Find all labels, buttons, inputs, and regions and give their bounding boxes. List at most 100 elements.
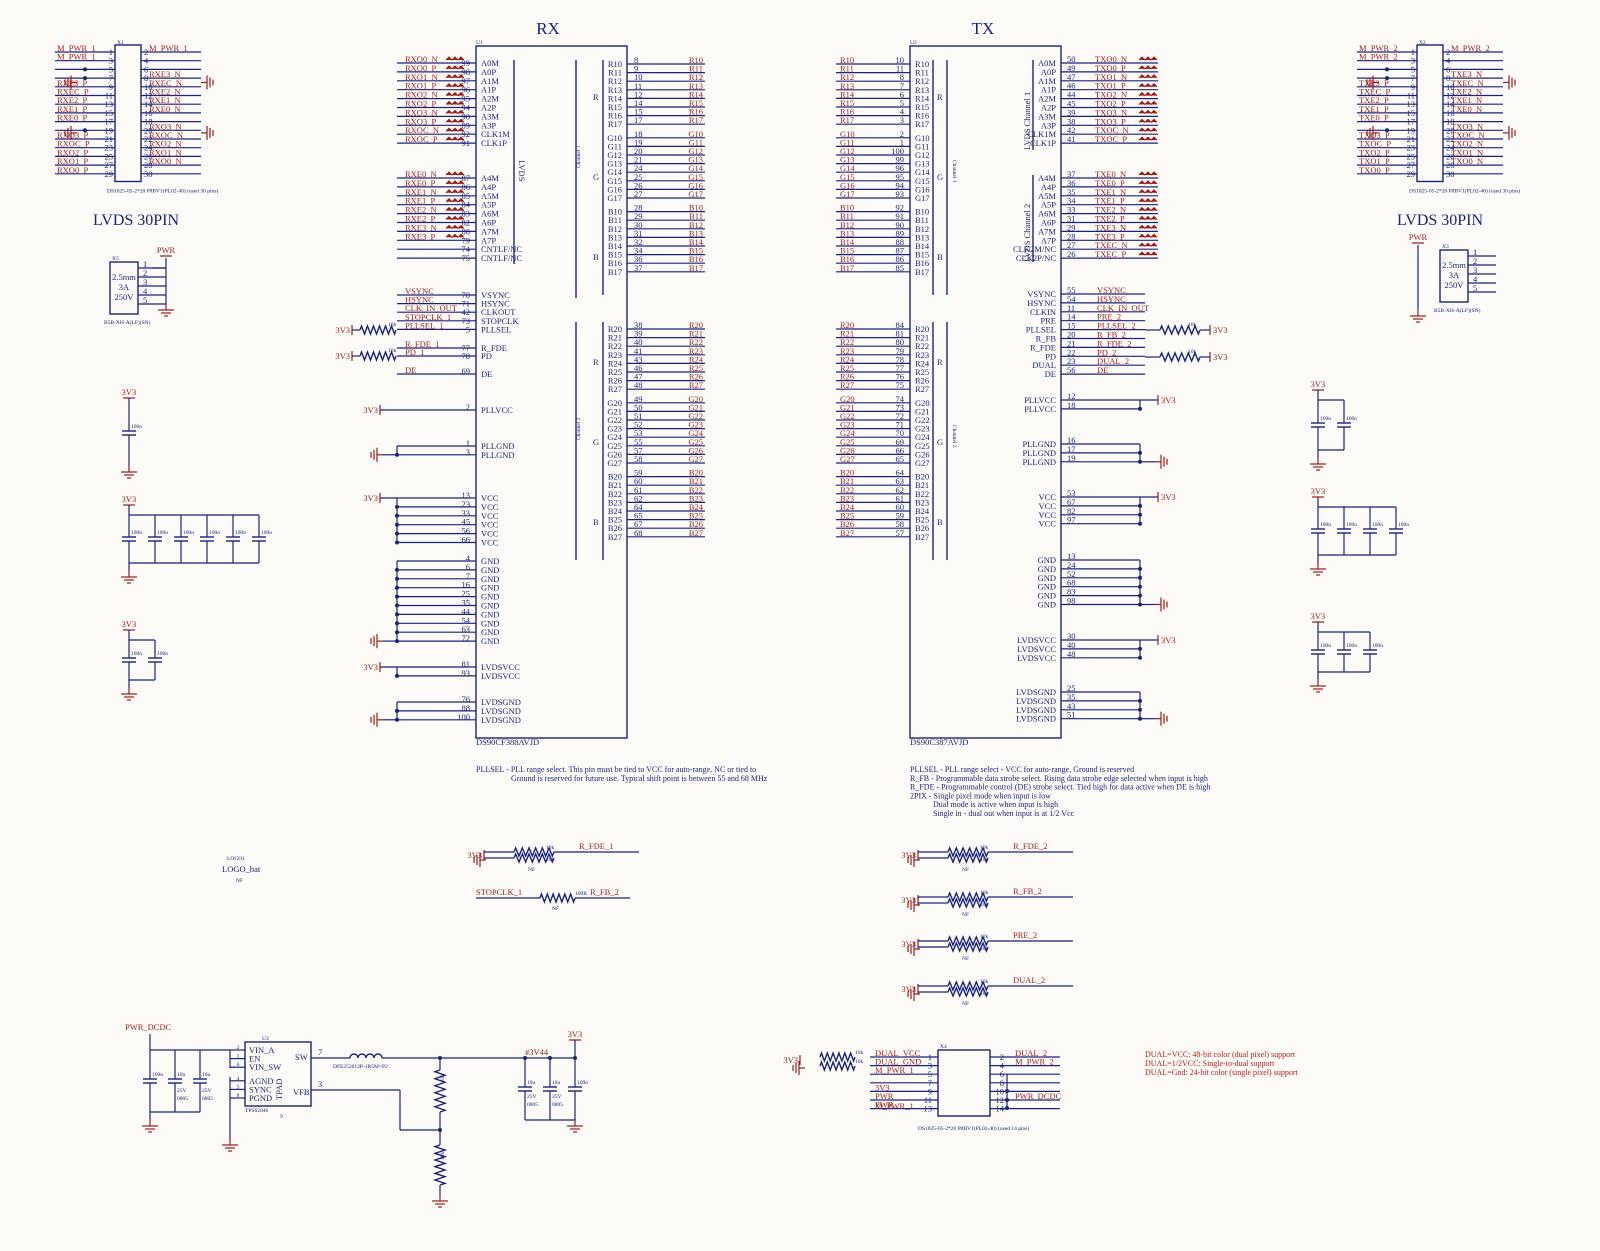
pin-number: 68	[1067, 578, 1076, 588]
pin-label: R11	[608, 68, 622, 78]
cap-package: 0805	[552, 1102, 563, 1108]
pin-label: VCC	[481, 529, 499, 539]
capacitor-value: 100n	[1320, 643, 1331, 649]
pin-number: 37	[1067, 169, 1076, 179]
color-group-label: B	[937, 517, 943, 527]
pin-number: 60	[634, 476, 643, 486]
pin-label: B26	[915, 523, 929, 533]
pin-number: 66	[462, 535, 471, 545]
pin-number: 49	[1067, 63, 1076, 73]
pin-number: 31	[1067, 214, 1076, 224]
connector-pin-num: 11	[924, 1095, 932, 1105]
power-rail-label: 3V3	[122, 619, 137, 629]
pin-number: 68	[634, 528, 643, 538]
pin-number: 10	[896, 55, 905, 65]
pin-number: 50	[634, 402, 643, 412]
pin-label: PGND	[249, 1093, 272, 1103]
power-rail-label: 3V3	[363, 662, 378, 672]
power-rail-label: 3V3	[1311, 611, 1326, 621]
pin-label: A4M	[481, 173, 499, 183]
pin-number: 18	[634, 129, 643, 139]
net-label: RXEC_N	[149, 78, 182, 88]
pin-label: B10	[915, 207, 929, 217]
pin-label: B25	[915, 515, 929, 525]
net-label: G14	[840, 163, 855, 173]
net-label: B22	[689, 485, 703, 495]
net-label: B13	[840, 228, 854, 238]
pin-label: CLK1P	[481, 138, 507, 148]
pin-label: LVDSGND	[1016, 696, 1056, 706]
net-label: R10	[840, 55, 854, 65]
pin-number: 84	[896, 320, 905, 330]
pin-number: 79	[462, 235, 471, 245]
pin-label: A1P	[1041, 85, 1056, 95]
pin-label: LVDSVCC	[1017, 653, 1056, 663]
pin-number: 37	[634, 263, 643, 273]
connector-body	[1416, 44, 1444, 183]
pin-label: EN	[249, 1054, 260, 1064]
pin-label: G27	[915, 458, 930, 468]
pin-number: 1	[900, 137, 904, 147]
net-label: R24	[689, 354, 704, 364]
pin-number: 2	[237, 1045, 240, 1051]
net-label: B24	[689, 502, 704, 512]
pin-label: B21	[608, 480, 622, 490]
pin-label: VCC	[1039, 519, 1057, 529]
pin-label: DE	[1045, 369, 1056, 379]
ferrite-bead-icon	[445, 233, 465, 239]
net-label: B17	[840, 263, 854, 273]
resistor-value: 10k	[1188, 322, 1197, 328]
net-label: G26	[840, 445, 855, 455]
ferrite-bead-icon	[1138, 74, 1158, 79]
net-label: R26	[840, 372, 854, 382]
net-label: R15	[689, 98, 703, 108]
pin-number: 95	[896, 172, 905, 182]
net-label: RXO2_P	[405, 99, 436, 109]
resistor	[513, 852, 555, 864]
pin-number: 42	[1067, 125, 1076, 135]
pin-label: A1M	[1038, 76, 1056, 86]
net-label: RXO3_P	[57, 130, 88, 140]
pin-number: 55	[1067, 285, 1076, 295]
pin-number: 99	[896, 155, 905, 165]
pin-number: 94	[896, 180, 905, 190]
pin-number: 83	[1067, 587, 1076, 597]
net-label: G24	[688, 428, 703, 438]
pin-label: G11	[915, 141, 929, 151]
capacitor-value: 100n	[1398, 522, 1409, 528]
net-label: R20	[840, 320, 854, 330]
pin-label: G21	[915, 406, 930, 416]
chip-ref: U1	[476, 40, 483, 46]
pin-label: R20	[915, 324, 929, 334]
pin-number: 98	[1067, 596, 1076, 606]
pin-label: A0M	[481, 58, 499, 68]
net-label: R17	[689, 115, 703, 125]
net-label: TXE1_P	[1095, 196, 1125, 206]
pin-label: CLKOUT	[481, 307, 516, 317]
power-connector-body	[109, 261, 139, 315]
pin-number: 16	[1067, 435, 1076, 445]
resistor	[947, 986, 989, 998]
pin-number: 93	[462, 668, 471, 678]
pin-label: B26	[608, 523, 622, 533]
pin-number: 4	[900, 107, 905, 117]
pin-label: G22	[607, 415, 622, 425]
pin-number: 83	[462, 209, 471, 219]
net-label: G16	[840, 180, 855, 190]
ferrite-bead-icon	[1138, 171, 1158, 176]
pin-number: 20	[1067, 330, 1076, 340]
net-label: DUAL_2	[1097, 356, 1129, 366]
pin-label: R14	[608, 93, 623, 103]
pin-label: G11	[608, 141, 622, 151]
capacitor-value: 100n	[577, 1080, 588, 1086]
net-label: R11	[840, 64, 854, 74]
power-rail-label: 3V3	[1311, 486, 1326, 496]
net-label: TXO2_N	[1095, 90, 1127, 100]
resistor-nf: NF	[552, 906, 559, 912]
pin-number: 15	[634, 107, 643, 117]
capacitor-value: 100n	[1320, 522, 1331, 528]
net-label: RXOC_P	[405, 134, 438, 144]
pin-label: R12	[915, 76, 929, 86]
pin-label: B22	[915, 489, 929, 499]
net-label: VSYNC	[405, 286, 434, 296]
